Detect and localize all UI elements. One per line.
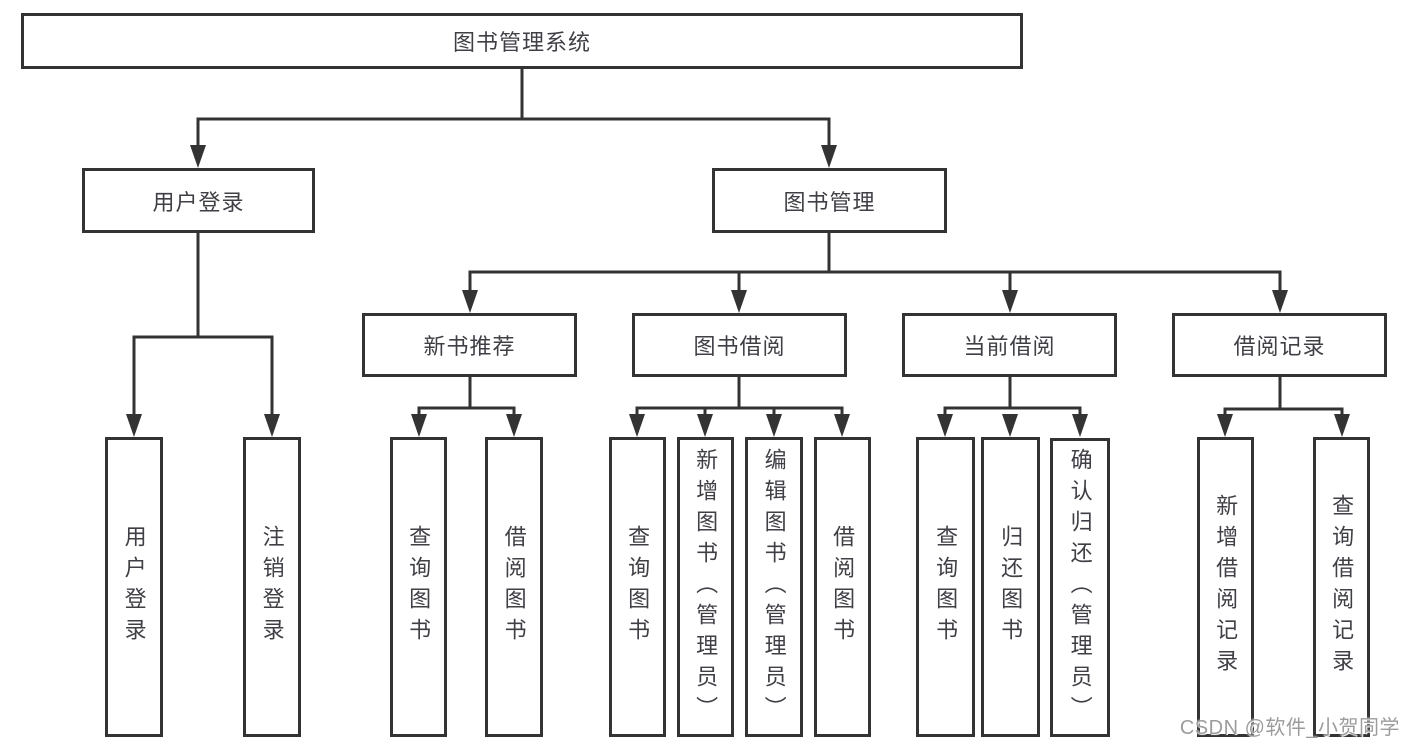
node-confirm-return-admin-label: 确认归还（管理员） — [1067, 448, 1093, 727]
node-query-books-current: 查询图书 — [916, 437, 975, 737]
node-return-book: 归还图书 — [981, 437, 1040, 737]
node-query-books-borrowing: 查询图书 — [609, 437, 666, 737]
node-add-borrow-record: 新增借阅记录 — [1197, 437, 1254, 737]
node-query-borrow-record-label: 查询借阅记录 — [1329, 494, 1355, 680]
node-user-login: 用户登录 — [82, 168, 315, 233]
node-book-management-label: 图书管理 — [783, 189, 876, 215]
node-book-management: 图书管理 — [712, 168, 947, 233]
node-user-login-label: 用户登录 — [152, 189, 245, 215]
node-borrow-books-leaf: 借阅图书 — [814, 437, 871, 737]
node-add-borrow-record-label: 新增借阅记录 — [1213, 494, 1239, 680]
node-current-borrowing-label: 当前借阅 — [963, 334, 1056, 359]
node-book-borrowing-label: 图书借阅 — [693, 334, 786, 359]
node-new-book-recommend-label: 新书推荐 — [423, 334, 516, 359]
node-add-book-admin-label: 新增图书（管理员） — [693, 447, 719, 727]
node-borrowing-records-label: 借阅记录 — [1233, 334, 1326, 359]
node-edit-book-admin: 编辑图书（管理员） — [745, 437, 803, 737]
node-book-borrowing: 图书借阅 — [632, 313, 847, 377]
node-return-book-label: 归还图书 — [998, 525, 1024, 649]
node-root-label: 图书管理系统 — [452, 30, 591, 55]
node-new-book-recommend: 新书推荐 — [362, 313, 577, 377]
node-logout-leaf: 注销登录 — [243, 437, 301, 737]
arrowhead-icons — [126, 145, 1350, 437]
node-confirm-return-admin: 确认归还（管理员） — [1050, 438, 1110, 737]
watermark: CSDN @软件_小贺同学 — [1179, 717, 1400, 739]
node-query-borrow-record: 查询借阅记录 — [1313, 437, 1370, 737]
node-edit-book-admin-label: 编辑图书（管理员） — [761, 447, 787, 727]
node-query-books-borrowing-label: 查询图书 — [625, 525, 651, 649]
node-borrow-books-leaf-label: 借阅图书 — [830, 525, 856, 649]
node-root: 图书管理系统 — [21, 13, 1023, 69]
node-borrow-books-recommend-label: 借阅图书 — [501, 525, 527, 649]
node-current-borrowing: 当前借阅 — [902, 313, 1117, 377]
node-query-books-recommend-label: 查询图书 — [406, 525, 432, 649]
node-add-book-admin: 新增图书（管理员） — [677, 437, 734, 737]
node-user-login-leaf: 用户登录 — [105, 437, 163, 737]
node-query-books-current-label: 查询图书 — [933, 525, 959, 649]
node-borrow-books-recommend: 借阅图书 — [485, 437, 543, 737]
node-user-login-leaf-label: 用户登录 — [121, 525, 147, 649]
node-borrowing-records: 借阅记录 — [1172, 313, 1387, 377]
node-query-books-recommend: 查询图书 — [390, 437, 447, 737]
node-logout-leaf-label: 注销登录 — [259, 525, 285, 649]
